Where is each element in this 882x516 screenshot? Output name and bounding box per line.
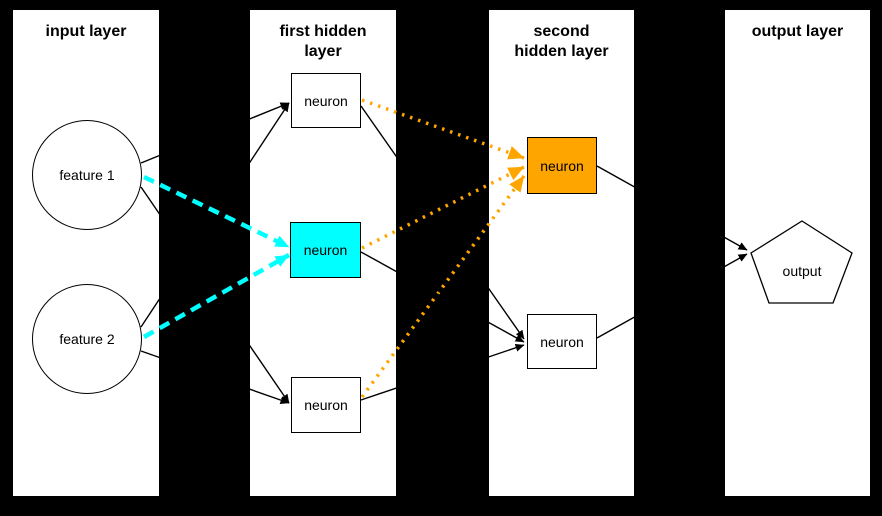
node-feature-1-label: feature 1 — [59, 167, 115, 183]
node-hidden1-neuron-middle-highlighted-cyan: neuron — [290, 222, 361, 278]
node-output: output — [767, 258, 837, 284]
panel-output-layer: output layer — [725, 10, 870, 496]
node-feature-2: feature 2 — [32, 284, 142, 394]
output-layer-title: output layer — [751, 23, 844, 40]
node-hidden1-neuron-bottom-label: neuron — [304, 397, 348, 413]
node-hidden1-neuron-top: neuron — [291, 73, 361, 128]
panel-input-layer: input layer — [13, 10, 159, 496]
node-hidden2-neuron-bottom-label: neuron — [540, 333, 584, 350]
node-hidden1-neuron-bottom: neuron — [291, 377, 361, 433]
node-hidden2-neuron-bottom: neuron — [527, 314, 597, 369]
second-hidden-layer-title: second hidden layer — [514, 23, 609, 60]
node-hidden1-neuron-top-label: neuron — [304, 92, 348, 109]
node-hidden2-neuron-top-label: neuron — [540, 157, 584, 174]
first-hidden-layer-title: first hidden layer — [279, 23, 367, 60]
node-feature-2-label: feature 2 — [59, 331, 115, 347]
node-hidden1-neuron-middle-label: neuron — [303, 242, 348, 258]
node-feature-1: feature 1 — [32, 120, 142, 230]
panel-second-hidden-layer: second hidden layer — [489, 10, 634, 496]
node-hidden2-neuron-top-highlighted-orange: neuron — [527, 137, 597, 194]
input-layer-title: input layer — [45, 23, 127, 40]
node-output-label: output — [782, 263, 822, 279]
